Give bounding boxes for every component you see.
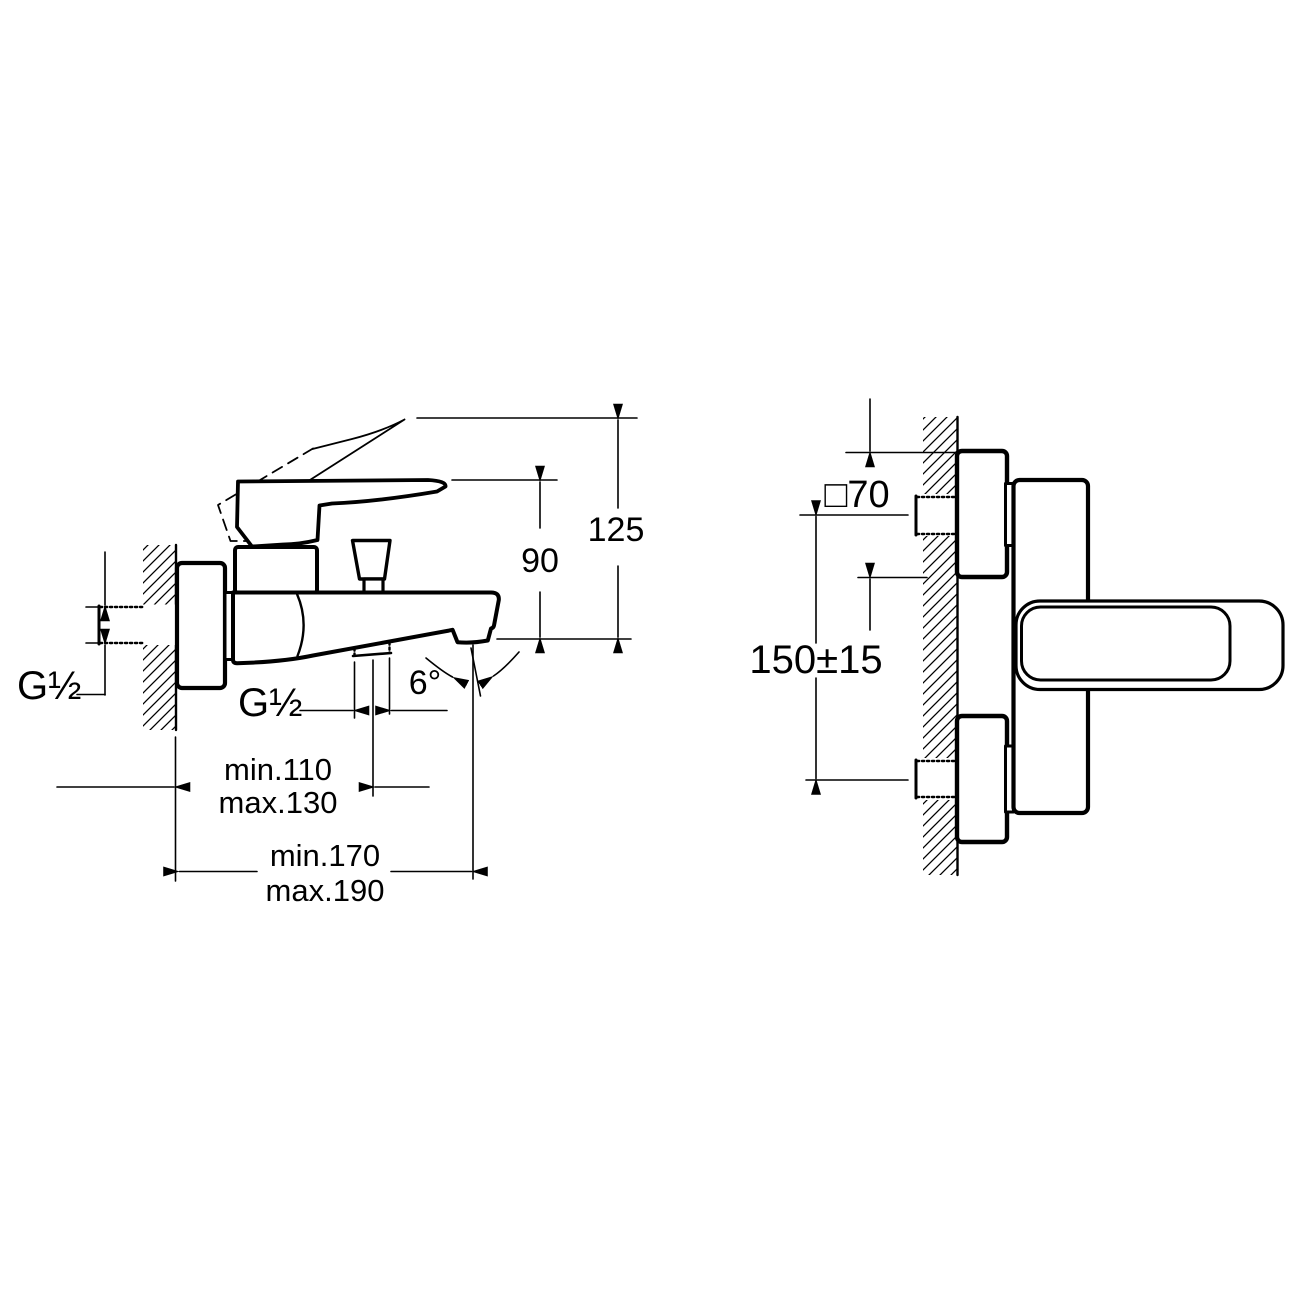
cartridge-housing: [233, 545, 319, 595]
wall-hatch-front: [923, 417, 957, 875]
reach-max-label: max.190: [266, 873, 385, 908]
inlet-thread-label: G½: [17, 664, 81, 708]
side-view-dimensions: [56, 403, 638, 882]
depth-max-label: max.130: [219, 785, 338, 820]
reach-min-label: min.170: [270, 838, 380, 873]
body-contour-line: [295, 592, 305, 658]
handshower-stub: [351, 641, 393, 658]
front-view: □70 150±15: [749, 398, 1285, 877]
lever-handle-front: [1014, 599, 1285, 692]
escutcheon-size-label: □70: [824, 474, 889, 516]
lever-handle-front-inner: [1020, 605, 1232, 682]
diverter-knob: [350, 538, 392, 581]
wall-channel-bottom: [916, 758, 959, 800]
total-height-dim-label: 125: [588, 511, 645, 549]
escutcheon-lower: [954, 713, 1010, 845]
inlet-nipple: [97, 604, 145, 646]
lower-nipple: [914, 758, 958, 800]
wall-channel-side: [142, 604, 178, 645]
escutcheon-upper: [954, 448, 1010, 580]
front-view-dimensions: [799, 398, 957, 795]
spout-angle-label: 6°: [409, 664, 442, 702]
wall-section-side: [142, 543, 178, 732]
escutcheon-side: [174, 560, 228, 691]
angle-arc-left: [425, 657, 470, 689]
handshower-thread-label: G½: [238, 681, 302, 725]
depth-min-label: min.110: [224, 752, 332, 787]
lever-handle-side: [235, 478, 448, 549]
wall-section-front: [916, 415, 959, 877]
mixer-body-spout: [231, 590, 501, 666]
wall-channel-top: [916, 494, 959, 536]
connection-distance-label: 150±15: [749, 638, 882, 682]
inlet-nipple-body: [98, 605, 144, 645]
angle-arc-right: [477, 651, 520, 690]
upper-nipple: [914, 494, 958, 537]
lever-raised-blade: [298, 418, 406, 488]
side-view: 125 90 G½ G½ 6° min.110 max.130 min.170 …: [17, 403, 645, 908]
diverter-knob-stem: [362, 577, 385, 595]
spout-height-dim-label: 90: [521, 542, 559, 580]
handshower-stub-end: [351, 651, 393, 658]
